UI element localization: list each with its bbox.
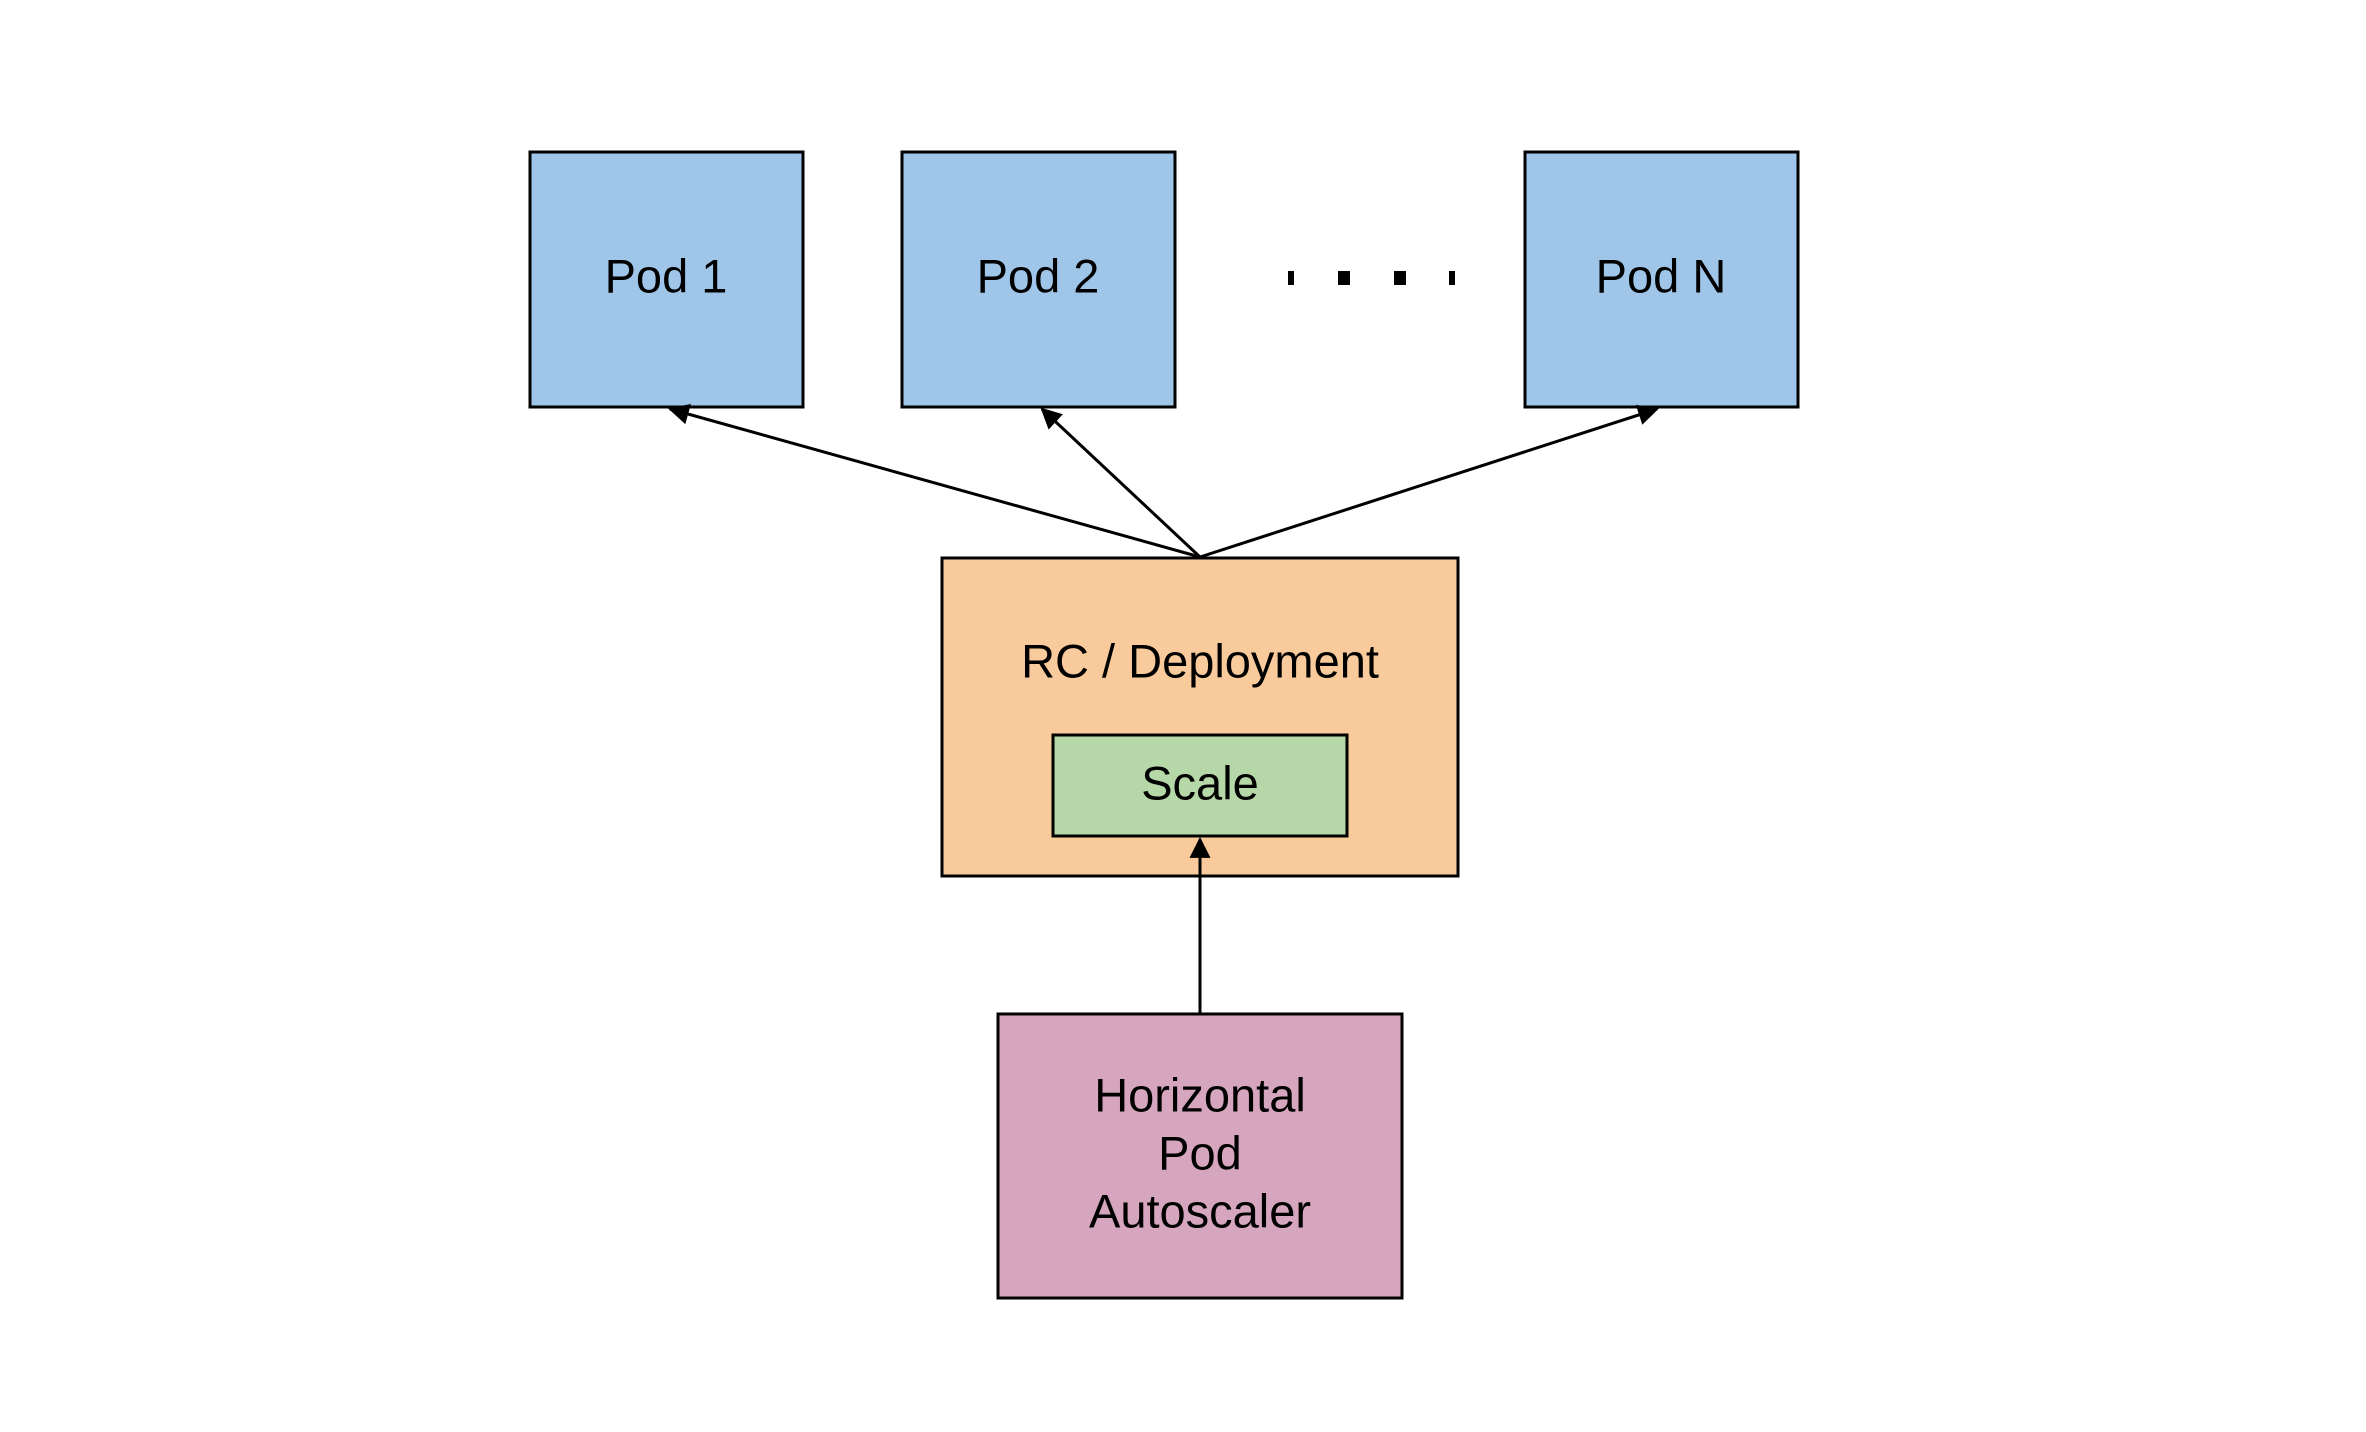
ellipsis-dots (1288, 271, 1455, 285)
scale-box: Scale (1051, 733, 1349, 838)
arrow-to-pod-n (1199, 404, 1659, 559)
pod-label-1: Pod 1 (605, 249, 728, 302)
arrow-to-pod-2 (1040, 407, 1202, 559)
arrow-to-pod-1 (667, 403, 1201, 559)
pod-box-1: Pod 1 (528, 150, 805, 409)
pod-box-2: Pod 2 (900, 150, 1177, 409)
controller-box: RC / Deployment Scale (940, 556, 1460, 878)
pod-box-n: Pod N (1523, 150, 1800, 409)
pod-label-2: Pod 2 (977, 249, 1100, 302)
autoscaler-box: Horizontal Pod Autoscaler (996, 1012, 1404, 1300)
pod-label-n: Pod N (1596, 249, 1727, 302)
autoscaler-label-line-1: Horizontal (1094, 1068, 1306, 1121)
scale-label: Scale (1141, 756, 1259, 809)
autoscaler-label-line-2: Pod (1158, 1126, 1242, 1179)
autoscaler-label-line-3: Autoscaler (1089, 1184, 1311, 1237)
controller-label: RC / Deployment (1021, 634, 1379, 687)
